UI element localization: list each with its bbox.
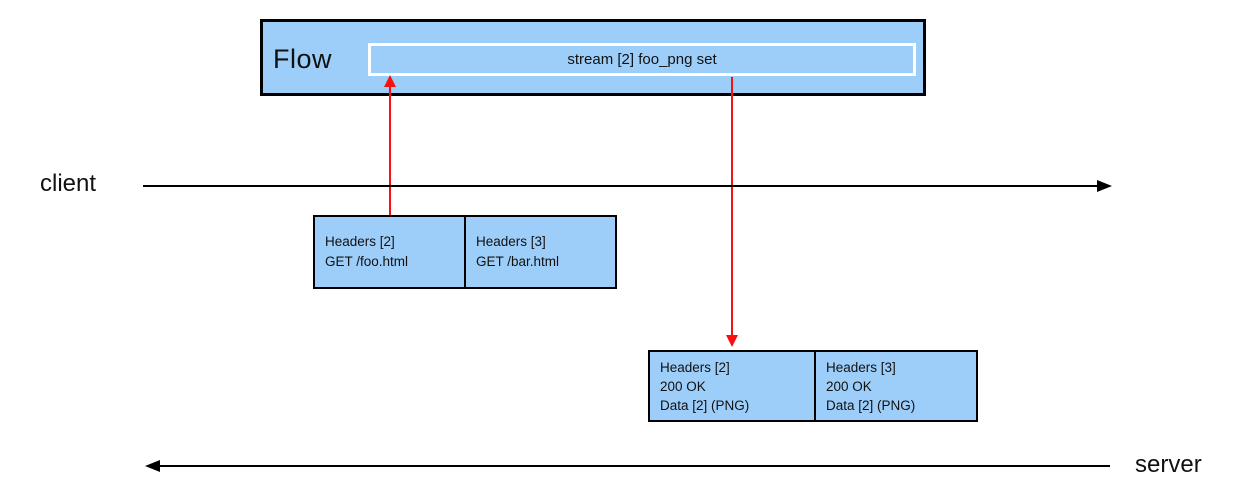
request-mapping-arrow-line <box>389 87 391 215</box>
frame-line: Data [2] (PNG) <box>826 397 916 413</box>
frame-line: GET /bar.html <box>476 254 560 269</box>
arrow-right-icon <box>1097 180 1112 192</box>
arrow-down-icon <box>726 335 738 347</box>
request-frame-stream3: Headers [3] GET /bar.html <box>464 215 617 289</box>
arrow-up-icon <box>384 75 396 87</box>
client-label: client <box>40 170 97 197</box>
frame-line: Headers [2] <box>325 234 395 249</box>
request-frame-stream2: Headers [2] GET /foo.html <box>313 215 466 289</box>
response-mapping-arrow-line <box>731 77 733 335</box>
stream-set-box: stream [2] foo_png set <box>368 43 916 76</box>
flow-box-title: Flow <box>273 44 333 74</box>
flow-box <box>260 19 926 96</box>
frame-line: 200 OK <box>660 378 706 394</box>
response-frame-stream3: Headers [3] 200 OK Data [2] (PNG) <box>814 350 978 422</box>
client-timeline <box>143 185 1097 187</box>
frame-line: Data [2] (PNG) <box>660 397 750 413</box>
frame-line: GET /foo.html <box>325 254 409 269</box>
arrow-left-icon <box>145 460 160 472</box>
frame-line: 200 OK <box>826 378 872 394</box>
server-timeline <box>159 465 1110 467</box>
stream-set-label: stream [2] foo_png set <box>567 51 717 68</box>
frame-line: Headers [3] <box>826 359 896 375</box>
frame-line: Headers [2] <box>660 359 730 375</box>
frame-line: Headers [3] <box>476 234 546 249</box>
server-label: server <box>1135 451 1202 478</box>
response-frame-stream2: Headers [2] 200 OK Data [2] (PNG) <box>648 350 816 422</box>
